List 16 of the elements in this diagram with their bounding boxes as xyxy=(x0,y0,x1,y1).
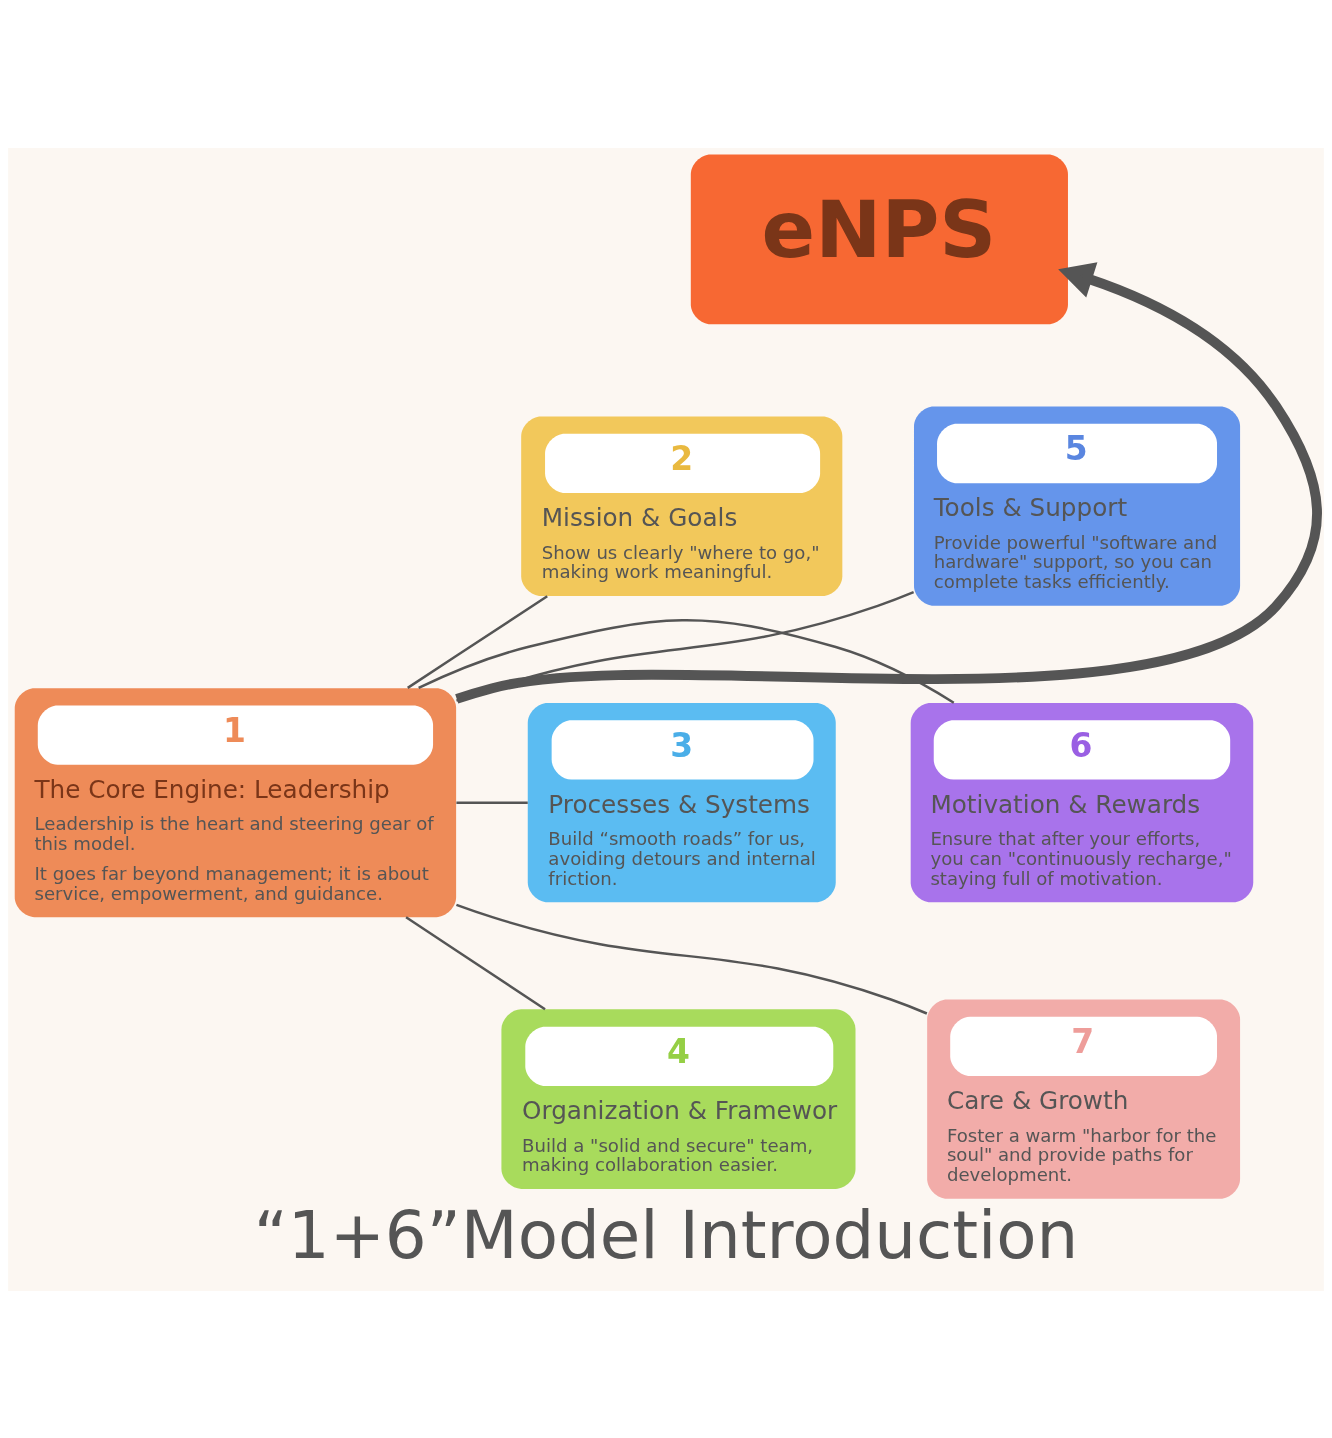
node-box: 7 Care & Growth Foster a warm "harbor for the soul" and provide paths for development. xyxy=(927,999,1241,1199)
node-box: 6 Motivation & Rewards Ensure that after your efforts, you can "continuously recharge," staying full of motivation. xyxy=(910,702,1254,902)
node-box: 4 Organization & Framewor Build a "solid and secure" team, making collaboration easier. xyxy=(501,1008,856,1189)
node-box: 2 Mission & Goals Show us clearly "where to go," making work meaningful. xyxy=(521,415,843,596)
connector xyxy=(405,915,546,1010)
connector xyxy=(456,590,915,702)
connector xyxy=(456,903,928,1015)
node-box: 3 Processes & Systems Build “smooth roads” for us, avoiding detours and internal friction. xyxy=(527,702,836,902)
node-box: eNPS xyxy=(690,154,1068,324)
node-box: 5 Tools & Support Provide powerful "software and hardware" support, so you can complete tasks efficiently. xyxy=(914,406,1241,606)
connector xyxy=(456,800,528,804)
connector xyxy=(407,594,548,689)
arrow xyxy=(455,261,1322,704)
node-box: 1 The Core Engine: Leadership Leadership is the heart and steering gear of this model. It goes far beyond management; it is about service, empowerment, and guidance. xyxy=(14,687,457,917)
caption: “1+6”Model Introduction xyxy=(253,1196,1079,1274)
connector xyxy=(418,618,955,704)
